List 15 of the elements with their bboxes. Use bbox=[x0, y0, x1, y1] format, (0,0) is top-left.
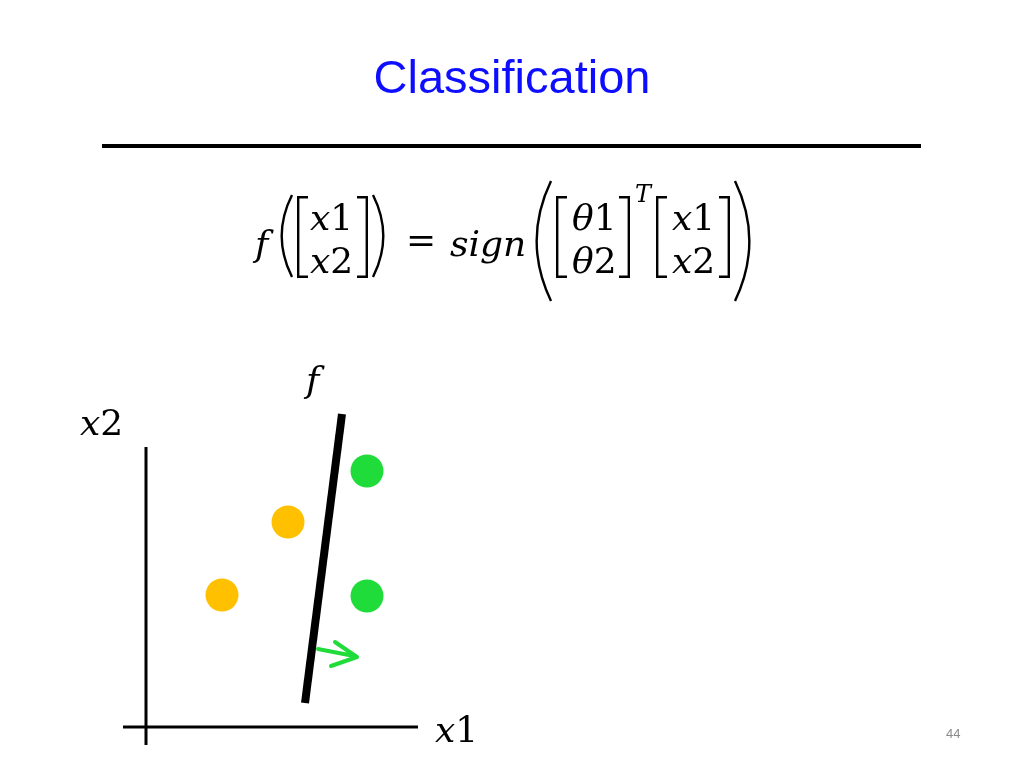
function-name: sign bbox=[449, 225, 528, 262]
vector-entry: x1 bbox=[671, 199, 717, 236]
equals-sign: = bbox=[405, 221, 438, 258]
weight-entry: θ2 bbox=[571, 242, 618, 279]
function-symbol: f bbox=[251, 225, 272, 262]
boundary-label: f bbox=[302, 361, 323, 398]
transpose-mark: T bbox=[634, 181, 654, 206]
vector-entry: x2 bbox=[671, 242, 717, 279]
axis-label: x2 bbox=[79, 404, 125, 441]
vector-entry: x2 bbox=[309, 242, 355, 279]
weight-entry: θ1 bbox=[571, 199, 618, 236]
vector-entry: x1 bbox=[309, 199, 355, 236]
page-number: 44 bbox=[946, 727, 961, 740]
slide-title: Classification bbox=[373, 50, 651, 104]
axis-label: x1 bbox=[434, 711, 480, 748]
